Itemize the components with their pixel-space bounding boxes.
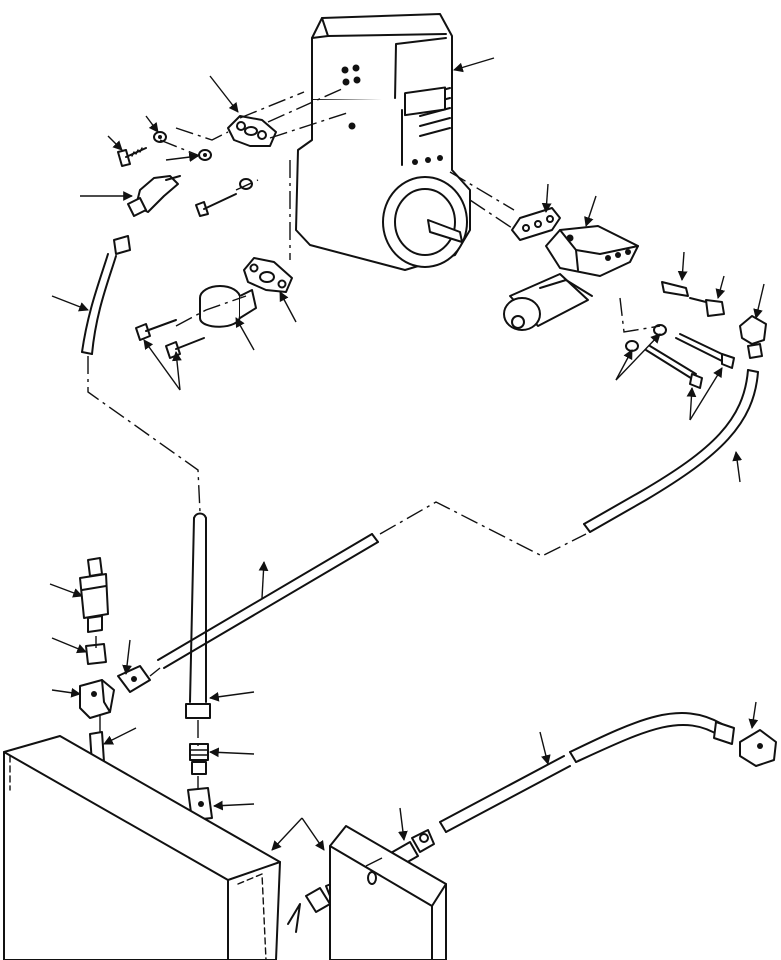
washer-icon [625, 324, 667, 352]
hose-icon [81, 235, 131, 355]
solenoid-valve-icon [503, 225, 639, 331]
bolt-icon [195, 193, 237, 217]
valve-housing-icon [199, 285, 257, 328]
connection-path [87, 87, 661, 867]
atomizer-icon [79, 557, 109, 633]
washer-icon [153, 131, 253, 190]
elbow-icon [739, 315, 767, 359]
hose-icon [583, 369, 759, 533]
tube-icon [185, 512, 211, 719]
elbow-fitting-icon [127, 175, 181, 217]
bolt-icon [645, 333, 735, 389]
adapter-icon [85, 643, 107, 665]
manifold-icon [329, 825, 447, 960]
gasket-icon [511, 207, 561, 241]
adapter-icon [189, 743, 209, 775]
elbow-icon [739, 729, 777, 767]
hose-icon [569, 712, 735, 763]
manifold-icon [3, 735, 281, 960]
connector-icon [117, 665, 151, 693]
tube-icon [439, 755, 571, 833]
leader-lines [49, 57, 765, 851]
bolt-icon [117, 147, 147, 167]
mounting-flange-icon [227, 115, 277, 147]
tube-icon [157, 533, 379, 669]
gasket-icon [243, 257, 293, 293]
ether-cylinder-icon [295, 13, 471, 271]
tee-icon [79, 679, 115, 719]
bolt-icon [135, 319, 205, 359]
connector-icon [661, 281, 725, 317]
